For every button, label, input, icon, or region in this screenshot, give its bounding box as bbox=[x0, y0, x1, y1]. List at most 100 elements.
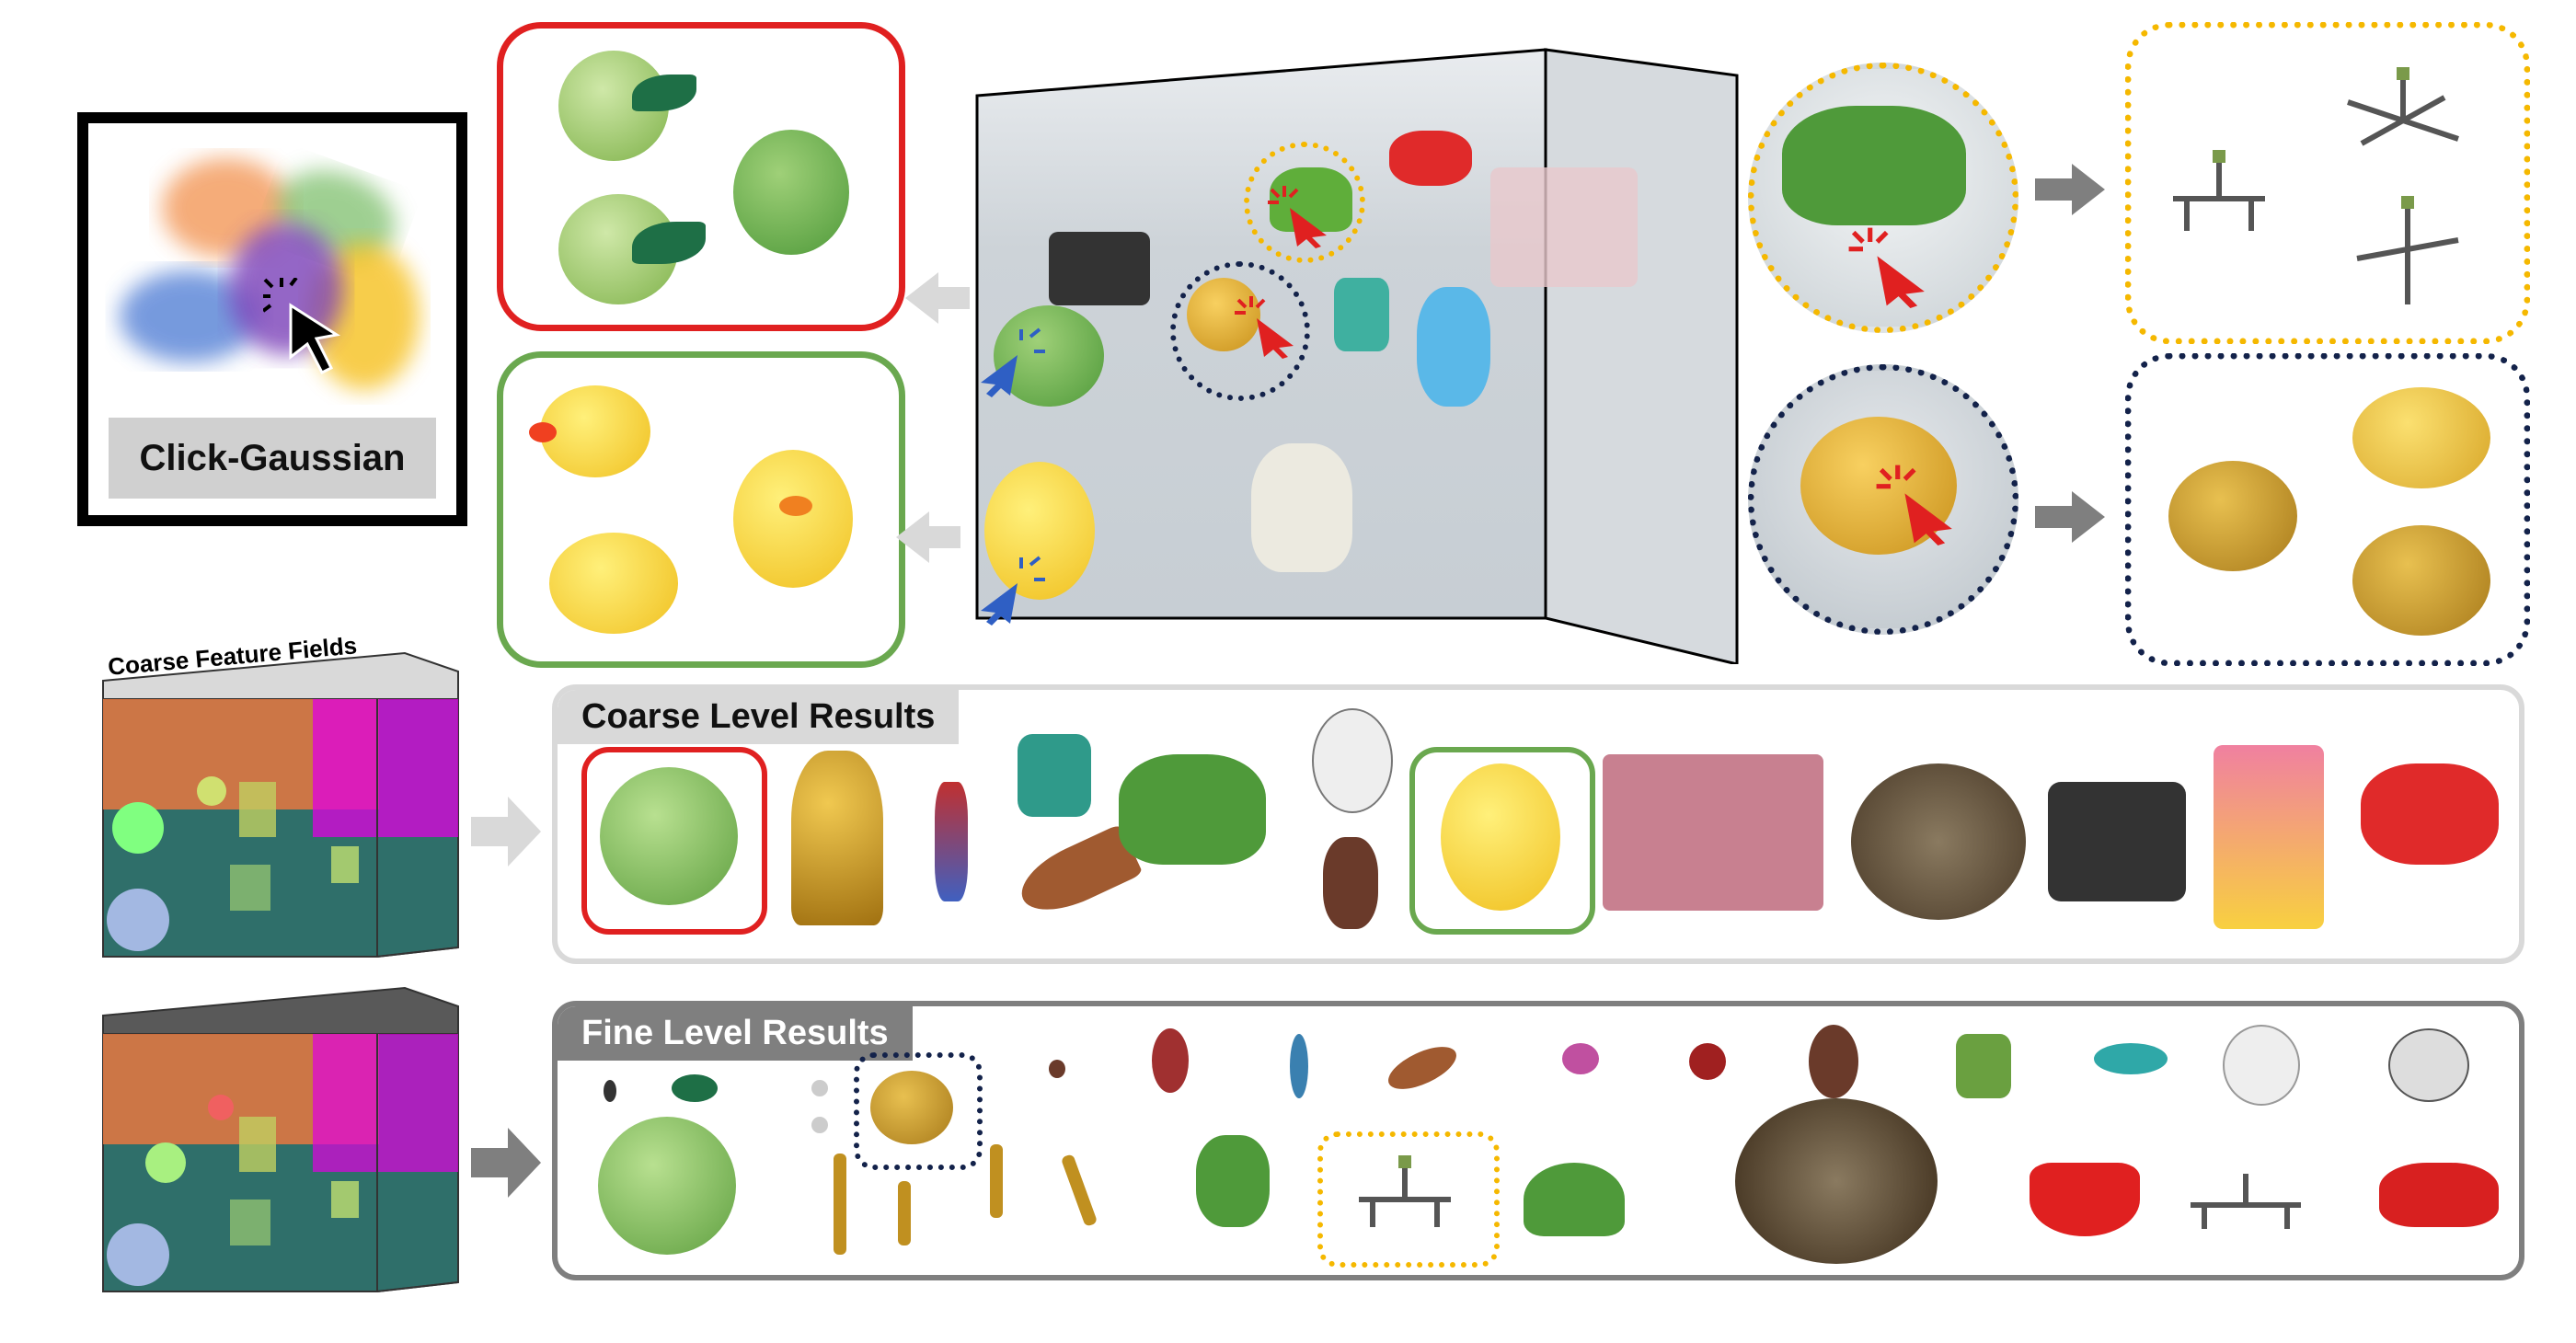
coarse-cube-shape bbox=[102, 651, 459, 958]
arrow-right-icon bbox=[2035, 164, 2105, 215]
leg-object bbox=[834, 1154, 846, 1255]
chair-object bbox=[1389, 131, 1472, 186]
pumpkin-object bbox=[1735, 1098, 1938, 1264]
bunny-figure-object bbox=[1809, 1025, 1858, 1098]
coarse-feature-fields-cube: Coarse Feature Fields bbox=[101, 631, 460, 975]
cursor-click-icon bbox=[263, 278, 341, 375]
duck-object bbox=[984, 462, 1095, 600]
duck-object bbox=[1441, 763, 1560, 911]
chair-base-object bbox=[2173, 150, 2265, 231]
figure-zoom-circle bbox=[1748, 364, 2018, 635]
apple-object bbox=[994, 305, 1104, 407]
duck-beak bbox=[529, 422, 557, 442]
arrow-right-icon bbox=[471, 1128, 541, 1198]
logo-label: Click-Gaussian bbox=[139, 437, 406, 478]
duck-object bbox=[733, 450, 853, 588]
eye-object bbox=[811, 1117, 828, 1133]
part-object bbox=[1290, 1034, 1308, 1098]
camera-object bbox=[1049, 232, 1150, 305]
fine-cube-shape bbox=[102, 986, 459, 1292]
part-object bbox=[2388, 1028, 2469, 1102]
cat-figure-object bbox=[1312, 708, 1393, 813]
toy-figure-object bbox=[2352, 387, 2490, 488]
tray-object bbox=[1490, 167, 1638, 287]
chair-base-object bbox=[2191, 1174, 2301, 1229]
chair-object bbox=[1119, 754, 1266, 865]
arrow-left-icon bbox=[905, 272, 970, 324]
chair-selection-circle bbox=[1244, 142, 1365, 263]
chair-seat-object bbox=[1196, 1135, 1270, 1227]
chair-seat-object bbox=[2030, 1163, 2140, 1236]
red-click-icon bbox=[1268, 186, 1327, 248]
chair-object bbox=[2361, 763, 2499, 865]
part-object bbox=[1562, 1043, 1599, 1074]
fine-feature-fields-cube: Fine Feature Fields bbox=[101, 970, 460, 1310]
part-object bbox=[1689, 1043, 1726, 1080]
waldo-figure-object bbox=[935, 782, 968, 901]
red-click-icon bbox=[1876, 465, 1952, 545]
chair-base-result-box bbox=[2125, 22, 2530, 344]
leg-object bbox=[898, 1181, 911, 1245]
red-click-icon bbox=[1235, 296, 1294, 359]
chair-base-object bbox=[2356, 196, 2459, 304]
arrow-right-icon bbox=[471, 797, 541, 867]
scene-3d-box bbox=[975, 48, 1739, 664]
apple-selection-box bbox=[497, 22, 905, 331]
leg-object bbox=[1060, 1154, 1098, 1227]
coarse-results-title: Coarse Level Results bbox=[558, 690, 960, 744]
arrow-left-icon bbox=[896, 511, 960, 563]
toy-figure-object bbox=[2352, 525, 2490, 636]
cup-object bbox=[1018, 734, 1091, 817]
cat-figure-object bbox=[2223, 1025, 2300, 1106]
toy-figure-object bbox=[870, 1071, 953, 1144]
bunny-figure-object bbox=[1323, 837, 1378, 929]
apple-leaf bbox=[672, 1074, 718, 1102]
duck-object bbox=[549, 533, 678, 634]
part-object bbox=[2094, 1043, 2168, 1074]
part-object bbox=[1152, 1028, 1189, 1093]
apple-object bbox=[598, 1117, 736, 1255]
figure-result-box bbox=[2125, 353, 2530, 666]
eye-object bbox=[811, 1080, 828, 1096]
duck-highlight-box bbox=[1409, 747, 1595, 935]
part-object bbox=[1956, 1034, 2011, 1098]
duck-beak bbox=[779, 496, 812, 516]
chair-base-object bbox=[1359, 1155, 1451, 1227]
duck-object bbox=[540, 385, 650, 477]
apple-object bbox=[600, 767, 738, 905]
duck-selection-box bbox=[497, 351, 905, 668]
fine-results-panel: Fine Level Results bbox=[552, 1001, 2524, 1280]
camera-object bbox=[2048, 782, 2186, 901]
part-object bbox=[1049, 1060, 1065, 1078]
chair-base-highlight-box bbox=[1317, 1131, 1500, 1268]
cup-object bbox=[1334, 278, 1389, 351]
chair-base-object bbox=[2347, 67, 2459, 146]
elephant-object bbox=[1417, 287, 1490, 407]
toy-figure-object bbox=[2168, 461, 2297, 571]
chair-object bbox=[1782, 106, 1966, 225]
blue-click-icon bbox=[981, 327, 1045, 397]
chair-seat-object bbox=[2379, 1163, 2499, 1227]
red-click-icon bbox=[1848, 227, 1925, 308]
tray-object bbox=[1603, 754, 1823, 911]
chair-seat-object bbox=[1524, 1163, 1625, 1236]
fine-results-title: Fine Level Results bbox=[558, 1006, 913, 1061]
chair-zoom-circle bbox=[1748, 63, 2018, 333]
apple-object bbox=[733, 130, 849, 255]
gaussian-blobs-icon bbox=[120, 158, 420, 390]
logo-label-bar: Click-Gaussian bbox=[109, 418, 436, 499]
figure-highlight-box bbox=[854, 1052, 983, 1170]
apple-stem bbox=[604, 1080, 616, 1102]
toy-figure-object bbox=[791, 751, 883, 925]
arrow-right-icon bbox=[2035, 491, 2105, 543]
blue-click-icon bbox=[981, 556, 1045, 626]
apple-highlight-box bbox=[581, 747, 767, 935]
coarse-results-panel: Coarse Level Results bbox=[552, 684, 2524, 964]
figure-selection-circle bbox=[1170, 261, 1310, 401]
pumpkin-object bbox=[1851, 763, 2026, 920]
snack-bag-object bbox=[2214, 745, 2324, 929]
hand-object bbox=[1251, 443, 1352, 572]
ice-cream-object bbox=[1382, 1038, 1463, 1098]
click-gaussian-logo: Click-Gaussian bbox=[77, 112, 467, 526]
leg-object bbox=[990, 1144, 1003, 1218]
